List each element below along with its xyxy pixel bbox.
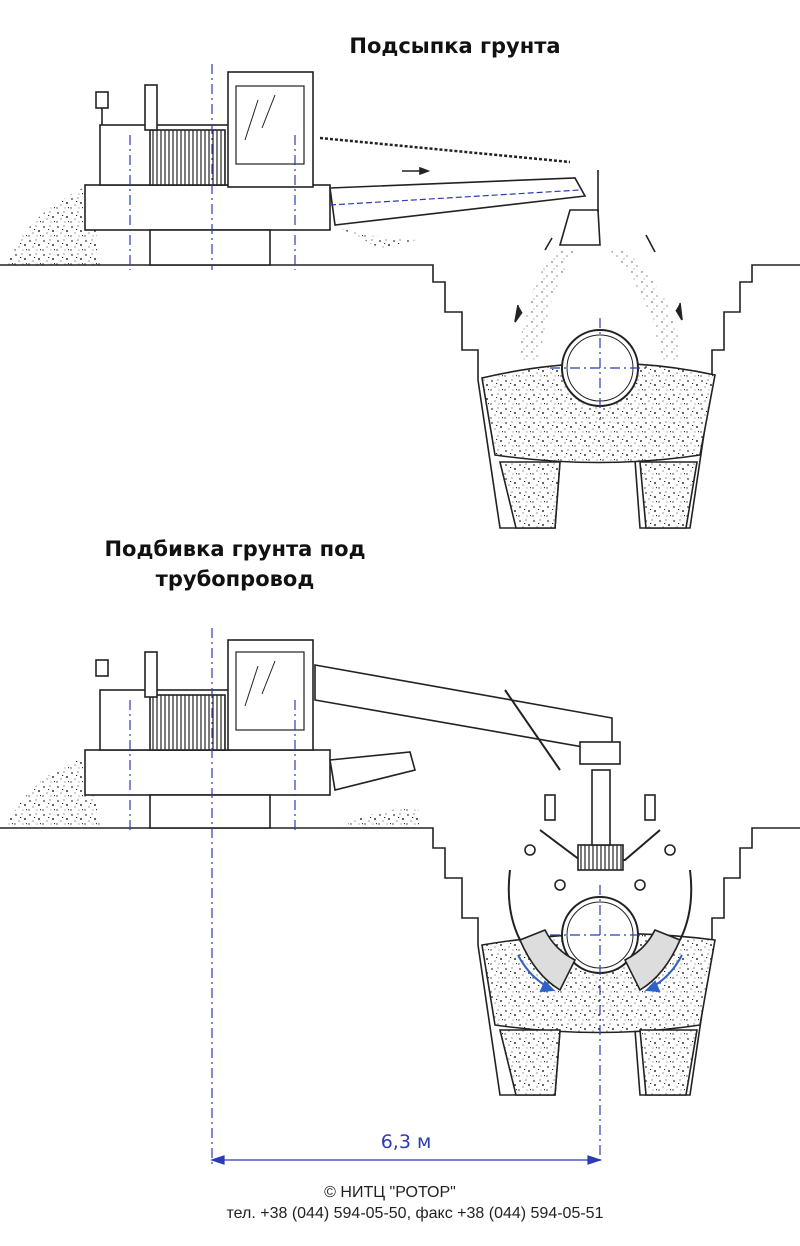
machine-chassis-2 [84, 749, 331, 796]
title-tamp: Подбивка грунта под трубопровод [60, 534, 410, 594]
conveyor-1 [329, 177, 587, 226]
scene-tamp [0, 639, 800, 1096]
title-fill: Подсыпка грунта [349, 34, 561, 58]
boom [314, 664, 613, 753]
scene-fill [0, 71, 800, 529]
soil-spray [520, 250, 575, 360]
centerlines-1 [129, 64, 650, 420]
backfill-trench [481, 362, 716, 464]
ground-left-2 [0, 827, 479, 945]
title-tamp-line2: трубопровод [155, 567, 315, 591]
ground-right-2 [711, 827, 800, 945]
footer-copyright: © НИТЦ "РОТОР" [324, 1184, 456, 1201]
tamper-shoe-right [623, 928, 682, 992]
ground-left [0, 264, 479, 380]
dimension-label: 6,3 м [381, 1131, 432, 1153]
tamper-shoe-left [518, 928, 577, 992]
dimension-line [210, 1155, 602, 1165]
soil-pile-left [5, 185, 100, 265]
soil-pile-left-2 [5, 755, 100, 828]
hopper-1 [558, 209, 601, 246]
footer-contacts: тел. +38 (044) 594-05-50, факс +38 (044)… [226, 1205, 604, 1222]
rotation-arrows [517, 954, 683, 993]
machine-chassis-1 [84, 184, 331, 231]
title-tamp-line1: Подбивка грунта под [104, 537, 366, 561]
ground-right [711, 264, 800, 380]
centerlines-2 [129, 628, 650, 1165]
